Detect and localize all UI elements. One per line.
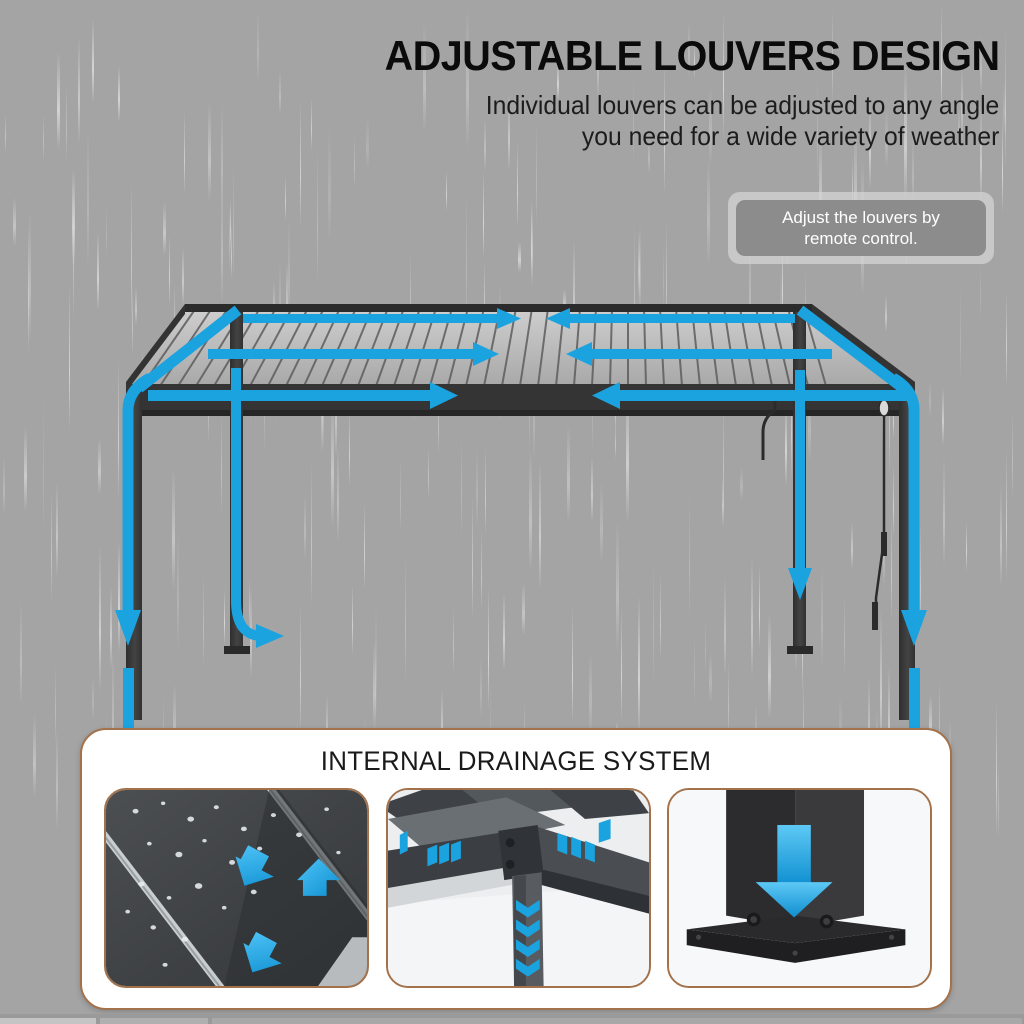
arrow-post-rear-left: [231, 368, 284, 648]
thumbnail-post-base-outlet[interactable]: [667, 788, 932, 988]
callout-line-2: remote control.: [804, 229, 918, 248]
subtitle-line-2: you need for a wide variety of weather: [581, 121, 1000, 151]
thumbnail-louver-water-runoff[interactable]: [104, 788, 369, 988]
flow-chevron: [399, 819, 611, 977]
arrow-downspout-right-inner: [788, 370, 812, 600]
bottom-strip: [0, 1014, 1024, 1024]
remote-control-callout: Adjust the louvers by remote control.: [728, 192, 994, 264]
arrow-roof-front-left: [148, 382, 458, 409]
callout-inner-box: Adjust the louvers by remote control.: [736, 200, 986, 256]
thumbnail-row: [104, 788, 932, 988]
internal-drainage-panel: INTERNAL DRAINAGE SYSTEM: [80, 728, 952, 1010]
arrow-corner-right: [796, 305, 927, 646]
arrow-roof-front-right: [592, 382, 910, 409]
callout-text: Adjust the louvers by remote control.: [782, 207, 940, 249]
runoff-arrow: [235, 845, 341, 973]
louver-water-runoff-image: [106, 790, 367, 986]
corner-gutter-image: [387, 790, 649, 986]
post-base-image: [669, 790, 930, 986]
arrow-post-front-left-short: [123, 668, 134, 738]
callout-line-1: Adjust the louvers by: [782, 208, 940, 227]
thumbnail-corner-gutter-channel[interactable]: [385, 788, 651, 988]
arrow-roof-mid-right: [566, 342, 832, 366]
arrow-post-front-right-short: [909, 668, 920, 738]
subtitle-line-1: Individual louvers can be adjusted to an…: [485, 90, 1000, 120]
arrow-roof-mid-left: [208, 342, 499, 366]
header: ADJUSTABLE LOUVERS DESIGN Individual lou…: [0, 0, 1024, 152]
drain-arrow: [755, 824, 833, 918]
roof-assembly: [126, 304, 915, 416]
control-cables: [761, 390, 890, 630]
louvered-pergola-illustration: [115, 304, 927, 738]
arrow-roof-back-left: [243, 308, 521, 329]
page-title: ADJUSTABLE LOUVERS DESIGN: [384, 32, 1000, 79]
arrow-corner-left: [115, 305, 242, 646]
water-flow-arrows: [115, 305, 927, 738]
panel-title: INTERNAL DRAINAGE SYSTEM: [320, 746, 712, 776]
